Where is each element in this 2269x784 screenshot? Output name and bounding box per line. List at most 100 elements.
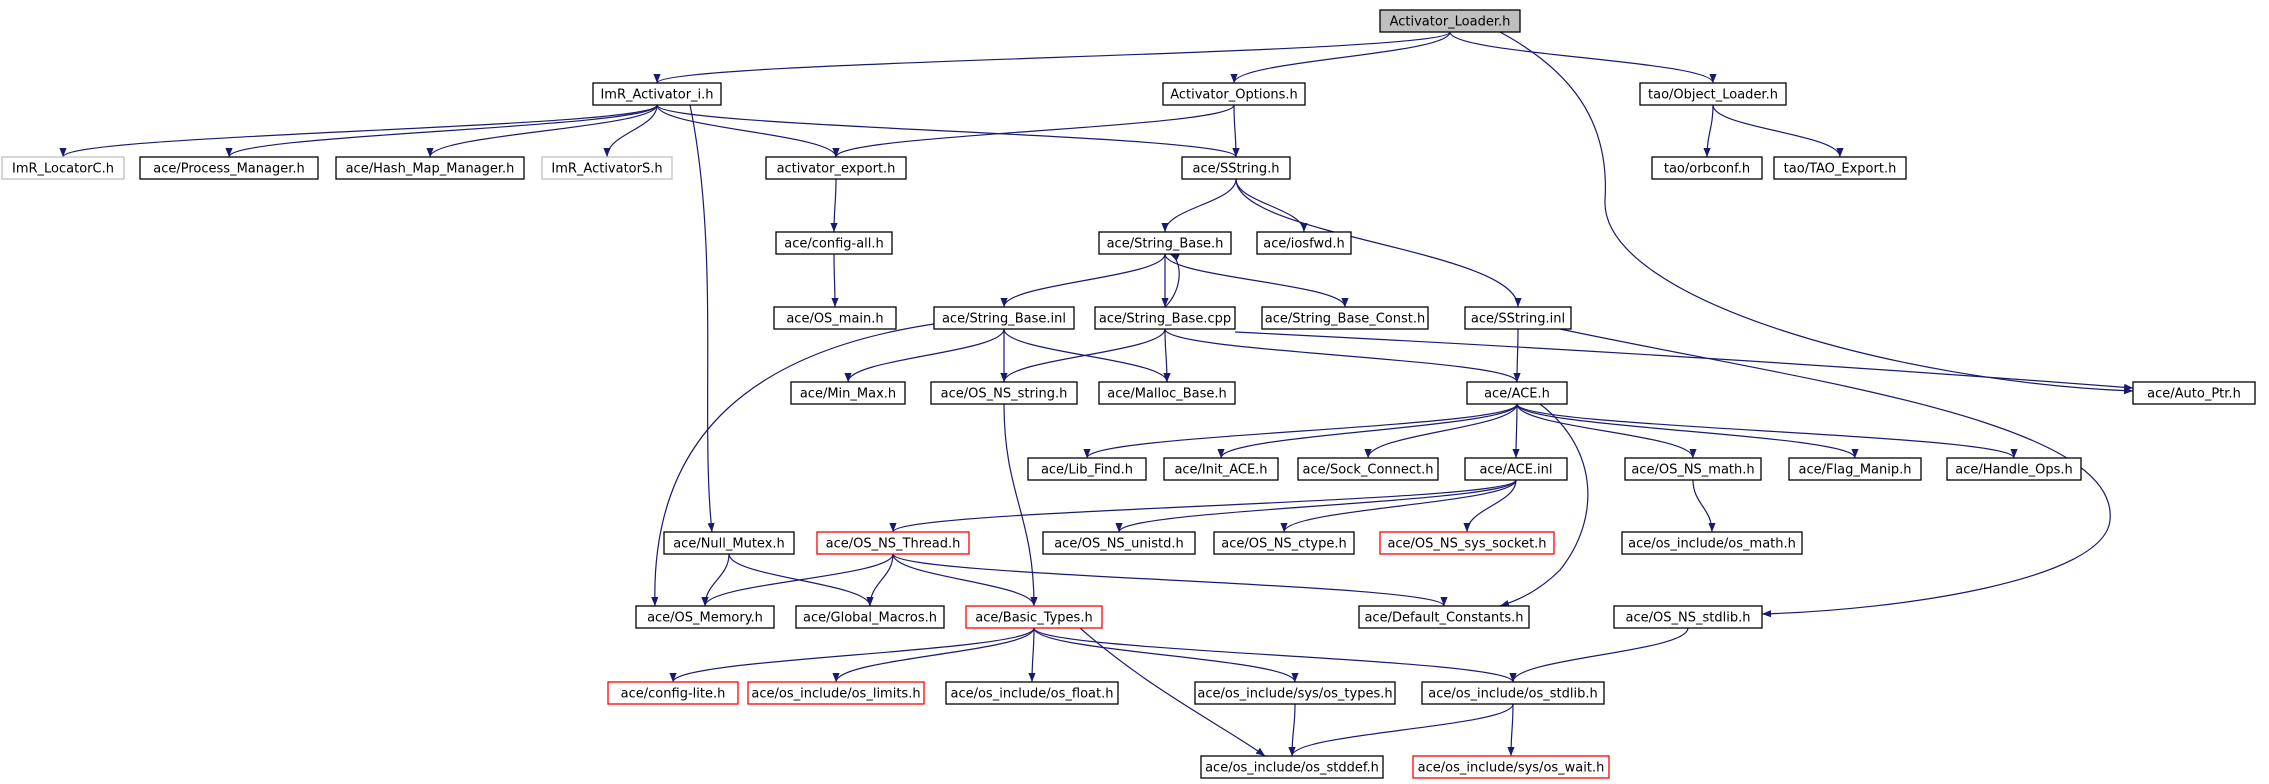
node-string-base-h[interactable]: ace/String_Base.h xyxy=(1098,231,1232,255)
node-os-memory[interactable]: ace/OS_Memory.h xyxy=(635,605,775,629)
node-process-manager[interactable]: ace/Process_Manager.h xyxy=(139,156,319,180)
node-activator-loader[interactable]: Activator_Loader.h xyxy=(1379,9,1521,33)
node-os-main[interactable]: ace/OS_main.h xyxy=(773,306,897,330)
node-global-macros[interactable]: ace/Global_Macros.h xyxy=(795,605,945,629)
node-os-ns-unistd[interactable]: ace/OS_NS_unistd.h xyxy=(1042,531,1196,555)
node-hash-map-manager[interactable]: ace/Hash_Map_Manager.h xyxy=(335,156,525,180)
node-config-lite[interactable]: ace/config-lite.h xyxy=(607,681,739,705)
node-box xyxy=(1466,381,1568,405)
edge-sstring-to-string-base-h xyxy=(1161,178,1237,233)
node-label: ace/iosfwd.h xyxy=(1263,237,1344,252)
edge-ace-h-to-lib-find xyxy=(1083,403,1518,459)
node-ace-inl[interactable]: ace/ACE.inl xyxy=(1464,457,1568,481)
edge-ace-h-to-sock-connect xyxy=(1364,403,1518,459)
node-malloc-base[interactable]: ace/Malloc_Base.h xyxy=(1098,381,1236,405)
node-label: ace/OS_NS_stdlib.h xyxy=(1626,611,1751,626)
node-os-ns-math[interactable]: ace/OS_NS_math.h xyxy=(1624,457,1762,481)
node-box xyxy=(1773,156,1907,180)
node-config-all[interactable]: ace/config-all.h xyxy=(775,231,893,255)
edge-activator-options-to-sstring xyxy=(1232,104,1240,158)
node-activator-options[interactable]: Activator_Options.h xyxy=(1162,82,1306,106)
node-os-wait[interactable]: ace/os_include/sys/os_wait.h xyxy=(1412,755,1610,779)
node-string-base-const[interactable]: ace/String_Base_Const.h xyxy=(1261,306,1429,330)
node-orbconf[interactable]: tao/orbconf.h xyxy=(1651,156,1763,180)
node-os-ns-thread[interactable]: ace/OS_NS_Thread.h xyxy=(816,531,970,555)
node-imr-activator-i[interactable]: ImR_Activator_i.h xyxy=(592,82,722,106)
edges-layer xyxy=(59,31,2134,757)
edge-ace-h-to-flag-manip xyxy=(1516,403,1859,459)
node-os-stdlib[interactable]: ace/os_include/os_stdlib.h xyxy=(1421,681,1605,705)
edge-basic-types-to-os-types xyxy=(1033,627,1299,683)
edge-activator-loader-to-tao-object-loader xyxy=(1449,31,1717,84)
node-string-base-cpp[interactable]: ace/String_Base.cpp xyxy=(1094,306,1236,330)
node-box xyxy=(795,605,945,629)
node-box xyxy=(747,681,925,705)
node-box xyxy=(773,306,897,330)
node-init-ace[interactable]: ace/Init_ACE.h xyxy=(1163,457,1279,481)
node-box xyxy=(1,156,125,180)
node-flag-manip[interactable]: ace/Flag_Manip.h xyxy=(1788,457,1922,481)
edge-tao-object-loader-to-orbconf xyxy=(1703,104,1714,158)
node-label: ace/os_include/os_stddef.h xyxy=(1205,761,1379,776)
node-sstring[interactable]: ace/SString.h xyxy=(1181,156,1291,180)
edge-os-ns-thread-to-basic-types xyxy=(892,553,1038,607)
node-string-base-inl[interactable]: ace/String_Base.inl xyxy=(933,306,1075,330)
edge-ace-inl-to-os-ns-sys-socket xyxy=(1463,479,1517,533)
edge-os-ns-string-to-basic-types xyxy=(1003,403,1038,607)
node-box xyxy=(790,381,906,405)
node-activator-export[interactable]: activator_export.h xyxy=(765,156,907,180)
node-basic-types[interactable]: ace/Basic_Types.h xyxy=(965,605,1103,629)
node-imr-locatorc[interactable]: ImR_LocatorC.h xyxy=(1,156,125,180)
node-label: ace/String_Base.cpp xyxy=(1099,312,1231,327)
node-auto-ptr[interactable]: ace/Auto_Ptr.h xyxy=(2132,381,2256,405)
node-lib-find[interactable]: ace/Lib_Find.h xyxy=(1027,457,1147,481)
node-handle-ops[interactable]: ace/Handle_Ops.h xyxy=(1946,457,2082,481)
node-box xyxy=(930,381,1078,405)
node-label: ace/Sock_Connect.h xyxy=(1303,463,1434,478)
node-label: ace/Global_Macros.h xyxy=(803,611,937,626)
edge-sstring-inl-to-os-ns-stdlib xyxy=(1559,328,2111,618)
node-tao-export[interactable]: tao/TAO_Export.h xyxy=(1773,156,1907,180)
node-sstring-inl[interactable]: ace/SString.inl xyxy=(1464,306,1572,330)
node-os-ns-string[interactable]: ace/OS_NS_string.h xyxy=(930,381,1078,405)
edge-string-base-cpp-to-malloc-base xyxy=(1163,328,1171,383)
node-label: ace/Min_Max.h xyxy=(800,387,896,402)
node-os-ns-sys-socket[interactable]: ace/OS_NS_sys_socket.h xyxy=(1379,531,1555,555)
node-iosfwd[interactable]: ace/iosfwd.h xyxy=(1256,231,1352,255)
node-label: ace/OS_Memory.h xyxy=(647,611,763,626)
edge-basic-types-to-config-lite xyxy=(669,627,1035,683)
node-os-types[interactable]: ace/os_include/sys/os_types.h xyxy=(1194,681,1396,705)
node-label: ace/os_include/os_math.h xyxy=(1628,537,1796,552)
node-label: ace/Null_Mutex.h xyxy=(673,537,785,552)
node-os-float[interactable]: ace/os_include/os_float.h xyxy=(945,681,1119,705)
edge-ace-inl-to-os-ns-ctype xyxy=(1280,479,1517,533)
node-os-math[interactable]: ace/os_include/os_math.h xyxy=(1621,531,1803,555)
node-box xyxy=(1788,457,1922,481)
node-default-constants[interactable]: ace/Default_Constants.h xyxy=(1358,605,1530,629)
node-os-ns-ctype[interactable]: ace/OS_NS_ctype.h xyxy=(1213,531,1355,555)
node-null-mutex[interactable]: ace/Null_Mutex.h xyxy=(663,531,795,555)
node-label: ace/os_include/os_stdlib.h xyxy=(1428,687,1597,702)
edge-ace-h-to-os-ns-math xyxy=(1516,403,1697,459)
node-label: ace/String_Base.inl xyxy=(942,312,1066,327)
node-imr-activators[interactable]: ImR_ActivatorS.h xyxy=(541,156,673,180)
node-box xyxy=(1027,457,1147,481)
node-box xyxy=(1181,156,1291,180)
node-os-limits[interactable]: ace/os_include/os_limits.h xyxy=(747,681,925,705)
node-ace-h[interactable]: ace/ACE.h xyxy=(1466,381,1568,405)
node-box xyxy=(1613,605,1763,629)
node-box xyxy=(1358,605,1530,629)
node-os-stddef[interactable]: ace/os_include/os_stddef.h xyxy=(1200,755,1384,779)
edge-sstring-to-sstring-inl xyxy=(1235,178,1522,308)
node-min-max[interactable]: ace/Min_Max.h xyxy=(790,381,906,405)
node-label: ace/Malloc_Base.h xyxy=(1107,387,1227,402)
node-os-ns-stdlib[interactable]: ace/OS_NS_stdlib.h xyxy=(1613,605,1763,629)
node-label: ImR_Activator_i.h xyxy=(600,88,713,103)
node-box xyxy=(1194,681,1396,705)
node-tao-object-loader[interactable]: tao/Object_Loader.h xyxy=(1639,82,1787,106)
node-label: ace/SString.h xyxy=(1193,162,1280,177)
node-sock-connect[interactable]: ace/Sock_Connect.h xyxy=(1297,457,1439,481)
node-box xyxy=(541,156,673,180)
edge-tao-object-loader-to-tao-export xyxy=(1712,104,1844,158)
edge-sstring-inl-to-ace-h xyxy=(1513,328,1521,383)
